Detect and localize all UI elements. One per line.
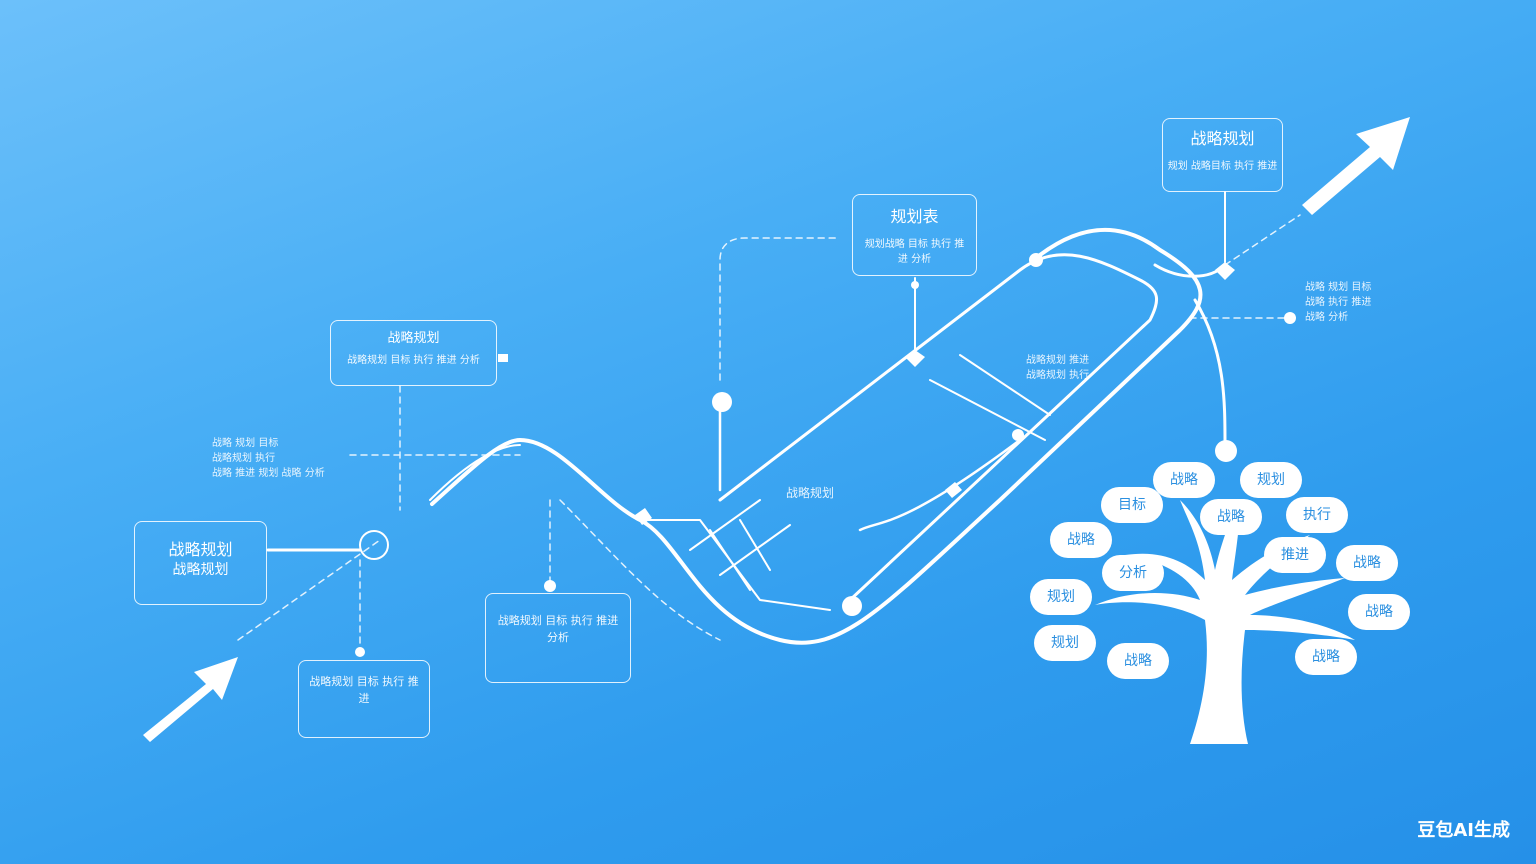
box-text: 战略规划 目标 执行 推进 分析: [497, 614, 619, 644]
tree-link: [1193, 298, 1227, 447]
box-title: 战略规划: [387, 331, 440, 346]
square-marker: [498, 354, 508, 362]
tree-leaf: 规划: [1034, 625, 1096, 661]
node-8: [355, 647, 365, 657]
box-top-right: 战略规划 规划 战略目标 执行 推进: [1162, 118, 1283, 192]
arrow-bottom-left: [143, 657, 238, 742]
tree-leaf: 执行: [1286, 497, 1348, 533]
inner-link: [858, 438, 1022, 532]
box-left: 战略规划 战略规划: [134, 521, 267, 605]
node-7: [544, 580, 556, 592]
target-circle: [359, 530, 389, 560]
diamond-2: [1215, 262, 1235, 280]
node-4: [1029, 253, 1043, 267]
node-5: [1012, 429, 1024, 441]
tree-leaf: 战略: [1348, 594, 1410, 630]
diamond-1: [905, 350, 925, 367]
tree-leaf: 战略: [1050, 522, 1112, 558]
box-text: 战略规划: [172, 562, 229, 578]
tree-leaf: 规划: [1240, 462, 1302, 498]
node-2: [842, 596, 862, 616]
inner-path: [718, 253, 1159, 602]
dash-8: [237, 539, 381, 641]
diamond-3: [945, 482, 962, 498]
box-text: 战略规划 目标 执行 推进: [309, 675, 419, 705]
node-6: [1284, 312, 1296, 324]
box-lower-mid: 战略规划 目标 执行 推进 分析: [485, 593, 631, 683]
tree-leaf: 战略: [1295, 639, 1357, 675]
tree-leaf: 战略: [1200, 499, 1262, 535]
dash-5: [559, 499, 721, 641]
path-label: 战略规划: [786, 486, 835, 500]
tree-leaf: 推进: [1264, 537, 1326, 573]
tree-leaf: 分析: [1102, 555, 1164, 591]
box-text: 战略规划 目标 执行 推进 分析: [347, 355, 480, 366]
node-3: [1215, 440, 1237, 462]
node-1: [712, 392, 732, 412]
box-title: 规划表: [890, 207, 939, 226]
tree-leaf: 战略: [1336, 545, 1398, 581]
box-text: 规划战略 目标 执行 推进 分析: [864, 239, 965, 265]
box-left-mid: 战略规划 战略规划 目标 执行 推进 分析: [330, 320, 497, 386]
tree-leaf: 目标: [1101, 487, 1163, 523]
rail-grid: [689, 354, 1051, 591]
note-right: 战略 规划 目标 战略 执行 推进 战略 分析: [1305, 282, 1372, 323]
lower-path: [429, 444, 831, 611]
tree-trunk: [1095, 500, 1355, 744]
box-title: 战略规划: [1190, 129, 1255, 148]
box-upper-mid: 规划表 规划战略 目标 执行 推进 分析: [852, 194, 977, 276]
tree-leaf: 规划: [1030, 579, 1092, 615]
main-path: [430, 228, 1203, 645]
watermark: 豆包AI生成: [1417, 820, 1510, 841]
box-bottom-left: 战略规划 目标 执行 推进: [298, 660, 430, 738]
node-9: [911, 281, 919, 289]
dash-7: [1224, 214, 1301, 266]
diamond-4: [635, 508, 652, 525]
tree-leaf: 战略: [1153, 462, 1215, 498]
dash-1: [719, 237, 841, 381]
arrow-top-right: [1302, 117, 1410, 215]
box-text: 规划 战略目标 执行 推进: [1167, 161, 1278, 172]
note-left: 战略 规划 目标 战略规划 执行 战略 推进 规划 战略 分析: [212, 438, 325, 479]
tree-leaf: 战略: [1107, 643, 1169, 679]
box-title: 战略规划: [168, 540, 233, 559]
note-center: 战略规划 推进 战略规划 执行: [1026, 355, 1090, 381]
